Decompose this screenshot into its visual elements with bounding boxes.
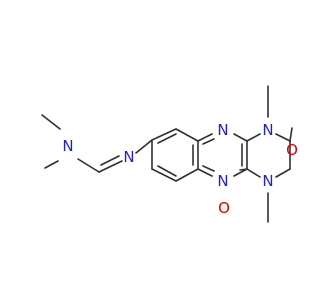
bond-benz-inner-3 <box>157 165 177 177</box>
atom-n-imine: N <box>123 148 134 166</box>
structure-canvas: N N N N N N O O <box>41 85 298 223</box>
bond-pyr-5 <box>197 168 213 177</box>
bond-pyr-2 <box>233 133 248 142</box>
bond-pyr-double-1 <box>202 138 215 145</box>
bond-nme2-methyl-b <box>44 160 59 169</box>
atom-o-c2: O <box>286 141 298 159</box>
bond-pym-5 <box>246 168 261 178</box>
bond-c4-o-a <box>239 168 248 171</box>
bond-benz-1 <box>151 128 177 141</box>
atom-n-ring-bottom: N <box>217 172 228 190</box>
bonds <box>41 85 293 223</box>
bond-n-aryl <box>135 139 153 154</box>
bond-pyr-4 <box>233 168 248 177</box>
atom-n-ring-top: N <box>217 121 228 139</box>
bond-ch-n-double-a <box>98 160 123 173</box>
bond-benz-4 <box>175 168 199 182</box>
bond-pym-2 <box>275 133 291 142</box>
bond-n-ch <box>77 158 100 173</box>
atom-o-c4: O <box>218 199 230 217</box>
bond-nme2-methyl-a <box>41 114 61 130</box>
bond-benz-5 <box>151 168 177 182</box>
bond-pym-4 <box>275 168 291 178</box>
atom-labels: N N N N N N O O <box>62 121 298 217</box>
bond-pyr-double-3 <box>202 165 215 172</box>
bond-pyr-1 <box>197 133 213 142</box>
atom-n3-methyl: N <box>262 172 273 190</box>
bond-pym-1 <box>246 133 261 142</box>
bond-ch-n-double-b <box>100 155 120 166</box>
bond-benz-2 <box>175 128 199 142</box>
bond-c2-o-a <box>289 127 293 142</box>
atom-n-dimethylamino: N <box>62 137 73 155</box>
molecule-diagram: N N N N N N O O <box>41 85 298 223</box>
bond-benz-inner-1 <box>157 133 177 144</box>
atom-n1-methyl: N <box>262 121 273 139</box>
